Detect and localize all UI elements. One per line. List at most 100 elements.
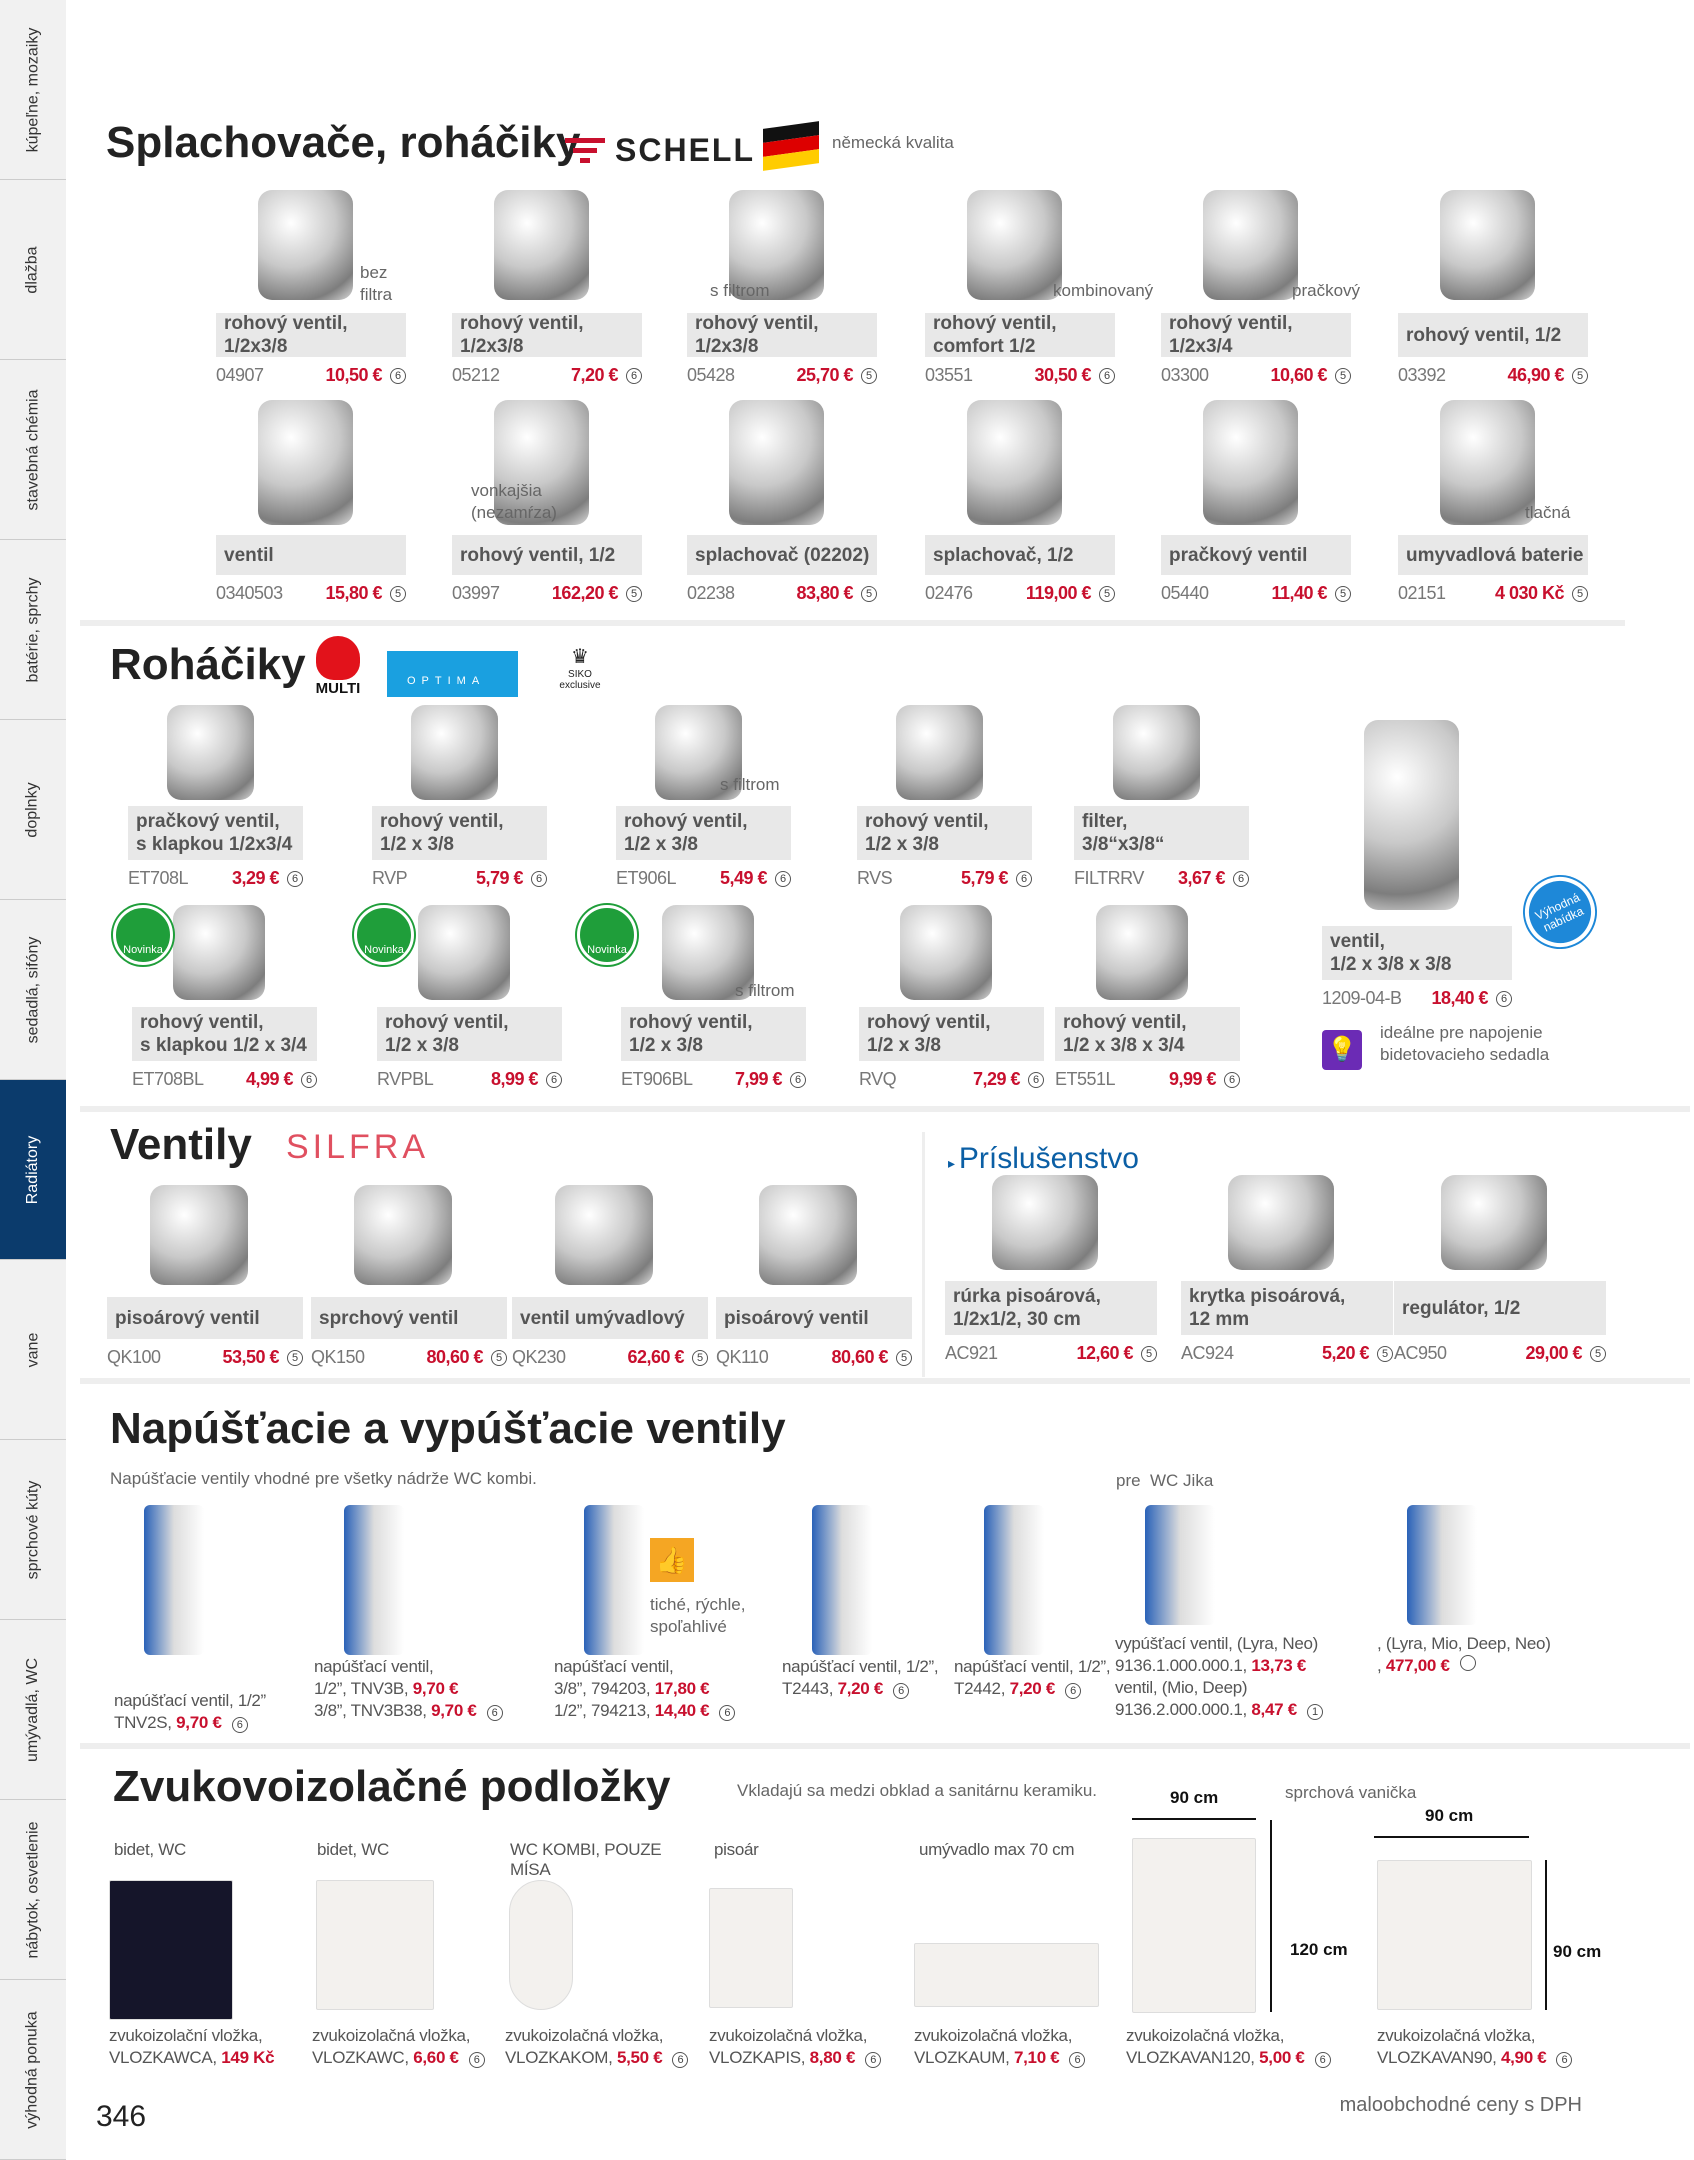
product-description[interactable]: napúšťací ventil,3/8”, 794203, 17,80 €1/… <box>554 1656 736 1722</box>
description-line: napúšťací ventil, 1/2”, <box>782 1656 939 1678</box>
sidebar-tab-label: kúpeľne, mozaiky <box>24 27 42 152</box>
product-image <box>899 905 993 1000</box>
sidebar-tab[interactable]: doplnky <box>0 720 66 900</box>
optima-logo: OPTIMA <box>387 651 518 697</box>
product-name: zvukoizolačná vložka, <box>1377 2026 1536 2045</box>
class-badge: 6 <box>301 1071 317 1088</box>
description-text: napúšťací ventil, 1/2”, <box>954 1657 1111 1676</box>
class-badge: 6 <box>287 870 303 887</box>
product-name: zvukoizolačná vložka, <box>1126 2026 1285 2045</box>
sidebar-tab[interactable]: dlažba <box>0 180 66 360</box>
product-price: 9,99 € <box>1168 1069 1217 1089</box>
class-badge: 5 <box>1572 585 1588 602</box>
description-line: 3/8”, 794203, 17,80 € <box>554 1678 735 1700</box>
pad-image <box>109 1880 233 2020</box>
product-image <box>966 190 1062 300</box>
product-description[interactable]: zvukoizolačná vložka,VLOZKAVAN90, 4,90 €… <box>1377 2025 1573 2069</box>
description-text: TNV2S, <box>114 1713 177 1732</box>
description-text: 3/8”, 794203, <box>554 1679 655 1698</box>
product-note: tlačná <box>1525 503 1571 522</box>
sidebar-tab[interactable]: sprchové kúty <box>0 1440 66 1620</box>
class-badge: 6 <box>546 1071 562 1088</box>
dimension-label: 90 cm <box>1425 1806 1474 1825</box>
product-image <box>654 705 742 800</box>
product-label: splachovač, 1/2 <box>925 535 1115 575</box>
product-code: 02151 <box>1398 583 1446 603</box>
sidebar-tab[interactable]: nábytok, osvetlenie <box>0 1800 66 1980</box>
product-description[interactable]: zvukoizolačná vložka,VLOZKAPIS, 8,80 €6 <box>709 2025 882 2069</box>
sidebar-tab[interactable]: kúpeľne, mozaiky <box>0 0 66 180</box>
product-description[interactable]: vypúšťací ventil, (Lyra, Neo)9136.1.000.… <box>1115 1633 1323 1721</box>
dimension-arrow <box>1270 1820 1272 2012</box>
product-description[interactable]: zvukoizolačná vložka,VLOZKAWC, 6,60 €6 <box>312 2025 485 2069</box>
product-price: 149 Kč <box>221 2048 275 2067</box>
product-description[interactable]: , (Lyra, Mio, Deep, Neo), 477,00 € <box>1377 1633 1551 1677</box>
product-label: krytka pisoárová, 12 mm <box>1181 1281 1393 1335</box>
sidebar-tab[interactable]: umývadlá, WC <box>0 1620 66 1800</box>
product-description[interactable]: napúšťací ventil,1/2”, TNV3B, 9,70 €3/8”… <box>314 1656 503 1722</box>
description-line: T2442, 7,20 €6 <box>954 1678 1110 1700</box>
product-code: VLOZKAVAN120, <box>1126 2048 1260 2067</box>
pad-image <box>709 1888 793 2008</box>
sidebar-tab[interactable]: výhodná ponuka <box>0 1980 66 2160</box>
product-price: 5,00 € <box>1259 2048 1305 2067</box>
product-label: ventil <box>216 535 406 575</box>
promo-badge: Výhodná nabídka <box>1513 865 1607 959</box>
product-image <box>144 1505 204 1655</box>
product-description[interactable]: napúšťací ventil, 1/2”, T2442, 7,20 €6 <box>954 1656 1111 1700</box>
product-description[interactable]: zvukoizolační vložka,VLOZKAWCA, 149 Kč <box>109 2025 275 2069</box>
product-description[interactable]: zvukoizolačná vložka,VLOZKAKOM, 5,50 €6 <box>505 2025 689 2069</box>
product-description[interactable]: zvukoizolačná vložka,VLOZKAUM, 7,10 €6 <box>914 2025 1086 2069</box>
sidebar-tab[interactable]: stavebná chémia <box>0 360 66 540</box>
product-price: 62,60 € <box>627 1347 684 1367</box>
sidebar-tab[interactable]: Radiátory <box>0 1080 66 1260</box>
sidebar-tab[interactable]: vane <box>0 1260 66 1440</box>
product-description[interactable]: napúšťací ventil, 1/2”TNV2S, 9,70 €6 <box>114 1690 266 1734</box>
price-line: VLOZKAKOM, 5,50 €6 <box>505 2047 689 2069</box>
product-price: 13,73 € <box>1251 1656 1307 1675</box>
product-description[interactable]: zvukoizolačná vložka, VLOZKAVAN120, 5,00 … <box>1126 2025 1331 2069</box>
sidebar-tab[interactable]: sedadlá, sifóny <box>0 900 66 1080</box>
product-label: pisoárový ventil <box>716 1297 912 1339</box>
sidebar-tab-label: sedadlá, sifóny <box>24 936 42 1043</box>
product-label: pračkový ventil, s klapkou 1/2x3/4 <box>128 806 303 860</box>
product-description[interactable]: napúšťací ventil, 1/2”,T2443, 7,20 €6 <box>782 1656 939 1700</box>
sidebar-tab[interactable]: batérie, sprchy <box>0 540 66 720</box>
divider <box>922 1132 925 1377</box>
product-price: 3,67 € <box>1177 868 1226 888</box>
